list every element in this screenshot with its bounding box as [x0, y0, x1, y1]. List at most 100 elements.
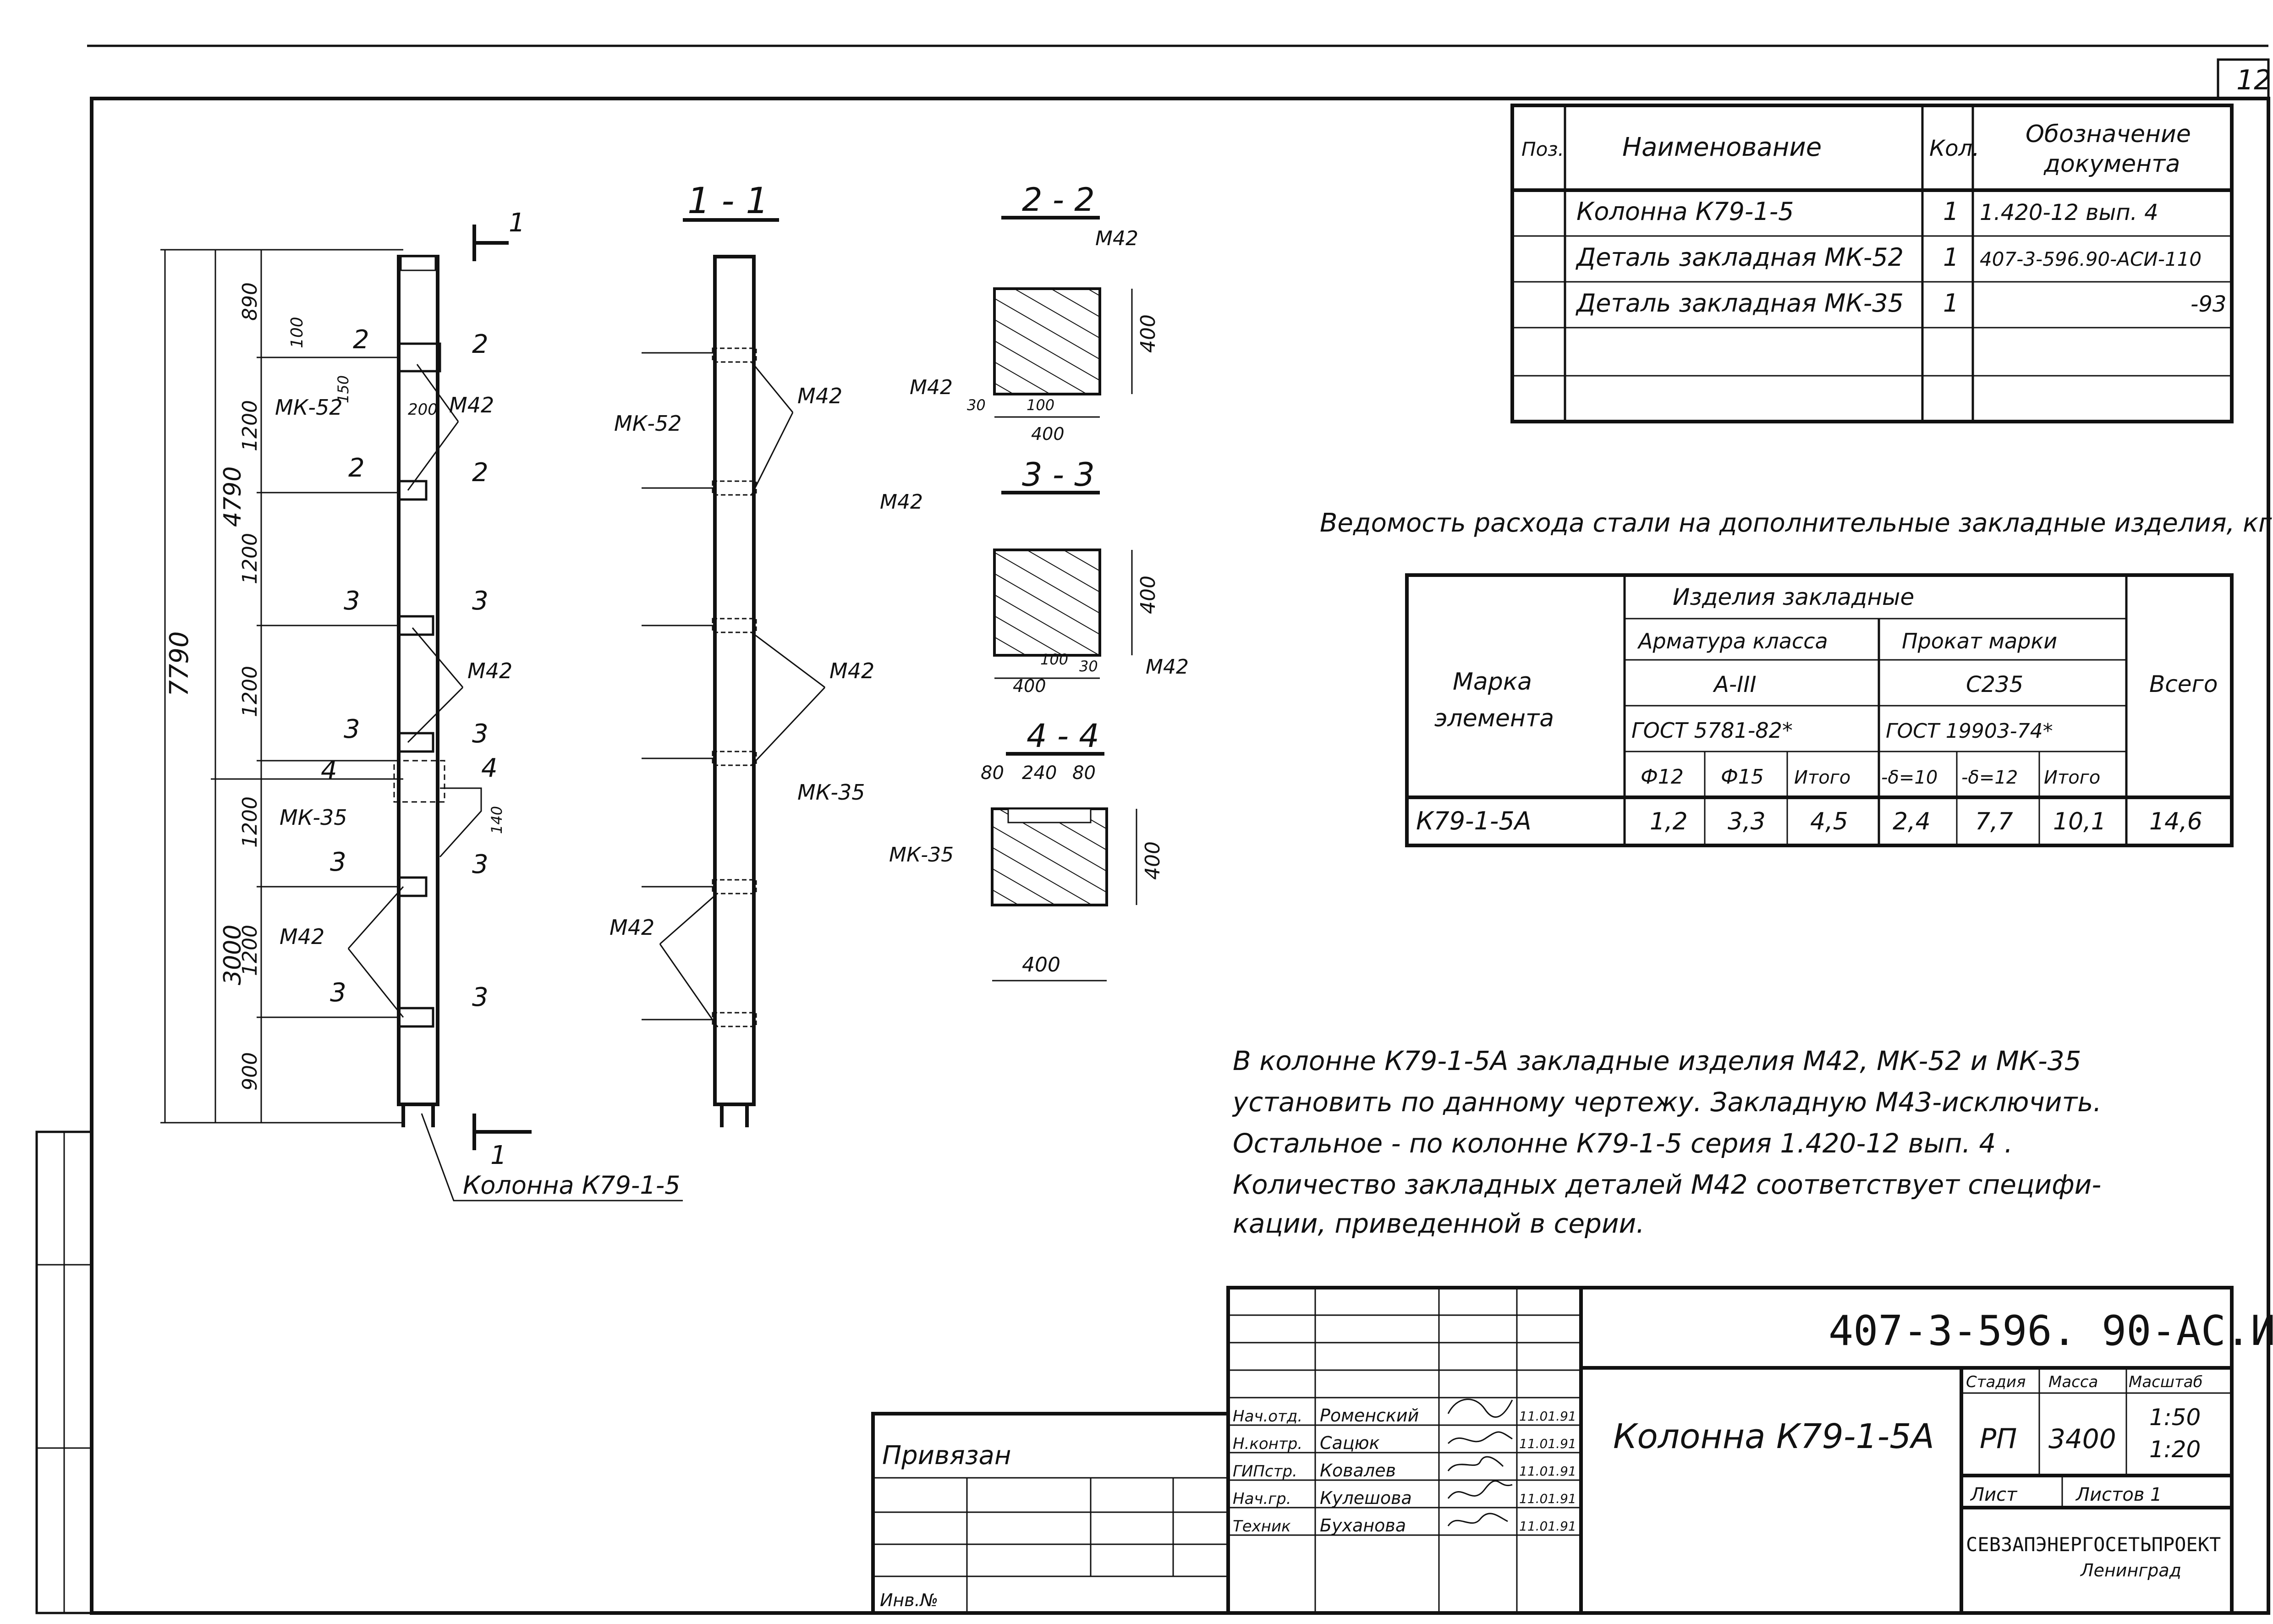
organization: СЕВЗАПЭНЕРГОСЕТЬПРОЕКТ: [1966, 1533, 2221, 1556]
cut-2-d: 2: [348, 453, 365, 483]
steel-sub-1: Ф12: [1641, 765, 1684, 789]
section-2-2-dim-30: 30: [967, 396, 986, 414]
signature-scribble-5: [1447, 1513, 1508, 1526]
sig-name-5: Буханова: [1320, 1515, 1406, 1536]
cut-2-a: 2: [353, 325, 369, 355]
dim-seg-1: 890: [238, 282, 262, 321]
scale-value-2: 1:20: [2149, 1436, 2201, 1463]
sig-date-5: 11.01.91: [1519, 1519, 1576, 1534]
steel-sub-2: Ф15: [1721, 765, 1764, 789]
section-3-3-dim-30: 30: [1079, 658, 1098, 675]
section-3-3: 3 - 3 М42 М42 400 400 100 30: [880, 456, 1189, 696]
page-number-box: [2217, 58, 2270, 100]
note-line-4: Количество закладных деталей М42 соответ…: [1233, 1169, 2101, 1200]
steel-table: Марка элемента Изделия закладные Арматур…: [1405, 573, 2234, 847]
section-4-4-dim-400-v: 400: [1141, 841, 1164, 880]
tied-label: Привязан: [882, 1441, 1011, 1470]
dim-seg-4: 1200: [238, 666, 262, 717]
steel-row-mark: К79-1-5А: [1416, 807, 1532, 835]
section-2-2-m42-b: М42: [910, 376, 953, 399]
cut-2-b: 2: [472, 329, 489, 359]
document-code: 407-3-596. 90-АС.И-8: [1828, 1307, 2273, 1355]
cut-1-bottom: 1: [490, 1141, 507, 1170]
dim-upper-height: 4790: [219, 466, 247, 527]
steel-sub-3: Итого: [1794, 767, 1850, 788]
section-4-4: 4 - 4 80 240 80 МК-35 400 400: [889, 717, 1164, 982]
sig-date-2: 11.01.91: [1519, 1436, 1576, 1451]
sig-name-2: Сацюк: [1320, 1433, 1380, 1453]
sig-role-3: ГИПстр.: [1233, 1462, 1297, 1481]
steel-val-7: 14,6: [2149, 808, 2202, 835]
section-2-2-dim-100: 100: [1027, 396, 1054, 414]
stage-header: Стадия: [1966, 1373, 2026, 1391]
page-number: 12: [2236, 64, 2271, 96]
steel-sub-4: -δ=10: [1881, 767, 1938, 788]
sig-role-2: Н.контр.: [1233, 1435, 1302, 1453]
dim-small-150: 150: [335, 375, 352, 403]
section-2-2-dim-400-v: 400: [1136, 314, 1160, 353]
organization-city: Ленинград: [2080, 1560, 2181, 1580]
steel-val-2: 3,3: [1728, 808, 1766, 835]
section-2-2: 2 - 2 М42 М42 400 400 100 30: [910, 181, 1160, 444]
label-m42-1: М42: [449, 393, 494, 417]
steel-header-rebar: Арматура класса: [1637, 629, 1828, 653]
scale-value-1: 1:50: [2149, 1404, 2201, 1431]
signature-scribble-4: [1447, 1480, 1513, 1499]
column-elevation: 7790 4790 3000 890 1200 1200 1200 1200 1…: [160, 208, 683, 1202]
spec-header-name: Наименование: [1622, 132, 1822, 162]
cut-3-b: 3: [472, 586, 489, 616]
dim-seg-5: 1200: [238, 796, 262, 848]
section-4-4-title: 4 - 4: [1027, 717, 1099, 755]
spec-row-3-doc: -93: [2191, 291, 2226, 317]
sig-role-5: Техник: [1233, 1517, 1291, 1536]
steel-header-mark: Марка: [1453, 668, 1532, 696]
label-mk52: МК-52: [275, 395, 342, 420]
stage-value: РП: [1980, 1423, 2017, 1455]
steel-header-rolled-grade: С235: [1966, 672, 2023, 697]
section-4-4-dim-400-h: 400: [1022, 953, 1060, 977]
label-mk35: МК-35: [280, 805, 347, 830]
dim-small-200: 200: [408, 401, 438, 419]
section-2-2-m42-a: М42: [1095, 227, 1138, 250]
scale-header: Масштаб: [2129, 1373, 2203, 1391]
label-column: Колонна К79-1-5: [463, 1171, 681, 1200]
note-line-2: установить по данному чертежу. Закладную…: [1232, 1086, 2102, 1118]
spec-table: Поз. Наименование Кол. Обозначение докум…: [1510, 104, 2234, 423]
title-block: 407-3-596. 90-АС.И-8 Колонна К79-1-5А Ст…: [1226, 1286, 2273, 1615]
sheets-label: Листов 1: [2075, 1484, 2162, 1505]
spec-row-3-qty: 1: [1943, 289, 1959, 318]
steel-header-rolled: Прокат марки: [1902, 629, 2057, 653]
label-m42-2: М42: [467, 658, 512, 683]
section-3-3-m42-b: М42: [1146, 655, 1189, 679]
cut-3-f: 3: [472, 850, 489, 879]
steel-val-3: 4,5: [1810, 808, 1848, 835]
sig-date-3: 11.01.91: [1519, 1464, 1576, 1479]
section-2-2-dim-400-h: 400: [1031, 424, 1065, 444]
section-3-3-dim-400-h: 400: [1013, 676, 1046, 696]
cut-2-c: 2: [472, 458, 489, 488]
cut-3-a: 3: [344, 586, 360, 616]
spec-row-2-doc: 407-3-596.90-АСИ-110: [1980, 248, 2202, 270]
dim-seg-6: 1200: [238, 925, 262, 976]
section-3-3-title: 3 - 3: [1022, 456, 1095, 494]
mass-header: Масса: [2048, 1373, 2098, 1391]
spec-header-doc: Обозначение: [2026, 121, 2191, 148]
steel-header-rebar-gost: ГОСТ 5781-82*: [1631, 718, 1793, 743]
steel-sub-6: Итого: [2044, 767, 2100, 788]
section-1-1-m42-b: М42: [829, 658, 874, 683]
sig-name-1: Роменский: [1320, 1405, 1419, 1426]
sig-role-4: Нач.гр.: [1233, 1490, 1291, 1508]
section-3-3-dim-100: 100: [1040, 651, 1068, 668]
inv-label: Инв.№: [880, 1590, 938, 1610]
label-m42-3: М42: [280, 924, 324, 949]
cut-3-g: 3: [330, 978, 346, 1008]
section-4-4-dim-240: 240: [1022, 763, 1057, 784]
signature-scribble-2: [1447, 1431, 1513, 1444]
binding-strip: [35, 1130, 93, 1614]
spec-header-qty: Кол.: [1929, 136, 1979, 161]
cut-3-h: 3: [472, 982, 489, 1012]
steel-table-caption: Ведомость расхода стали на дополнительны…: [1320, 508, 2272, 538]
section-4-4-dim-80-a: 80: [981, 763, 1004, 784]
spec-row-3-name: Деталь закладная МК-35: [1576, 289, 1904, 318]
